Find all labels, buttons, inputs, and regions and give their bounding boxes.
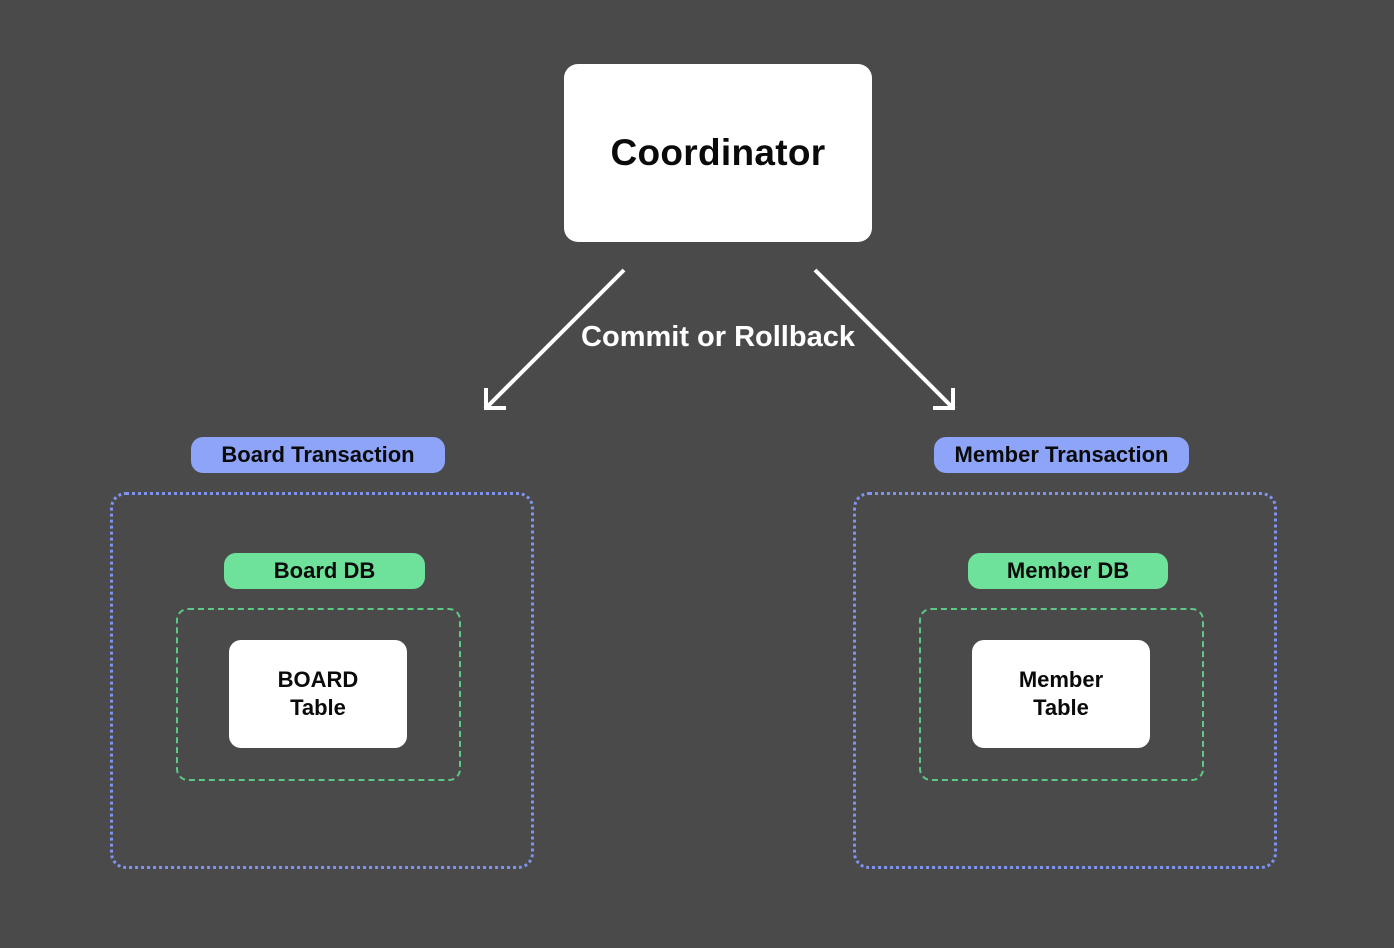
member-transaction-label: Member Transaction [934, 437, 1189, 473]
commit-or-rollback-label: Commit or Rollback [581, 321, 855, 353]
board-table-line1: BOARD [277, 667, 359, 692]
board-table-line2: Table [290, 695, 346, 720]
board-db-label: Board DB [224, 553, 425, 589]
member-table-line1: Member [1018, 667, 1104, 692]
board-table-node: BOARD Table [229, 640, 407, 748]
member-db-label: Member DB [968, 553, 1168, 589]
board-db-boundary [176, 608, 461, 781]
board-transaction-boundary [110, 492, 534, 869]
member-db-boundary [919, 608, 1204, 781]
member-table-node: Member Table [972, 640, 1150, 748]
member-table-line2: Table [1033, 695, 1089, 720]
coordinator-node: Coordinator [564, 64, 872, 242]
board-transaction-label: Board Transaction [191, 437, 445, 473]
arrow-to-member [813, 268, 956, 411]
member-transaction-boundary [853, 492, 1277, 869]
arrow-to-board [483, 268, 626, 411]
coordinator-label: Coordinator [610, 132, 826, 173]
